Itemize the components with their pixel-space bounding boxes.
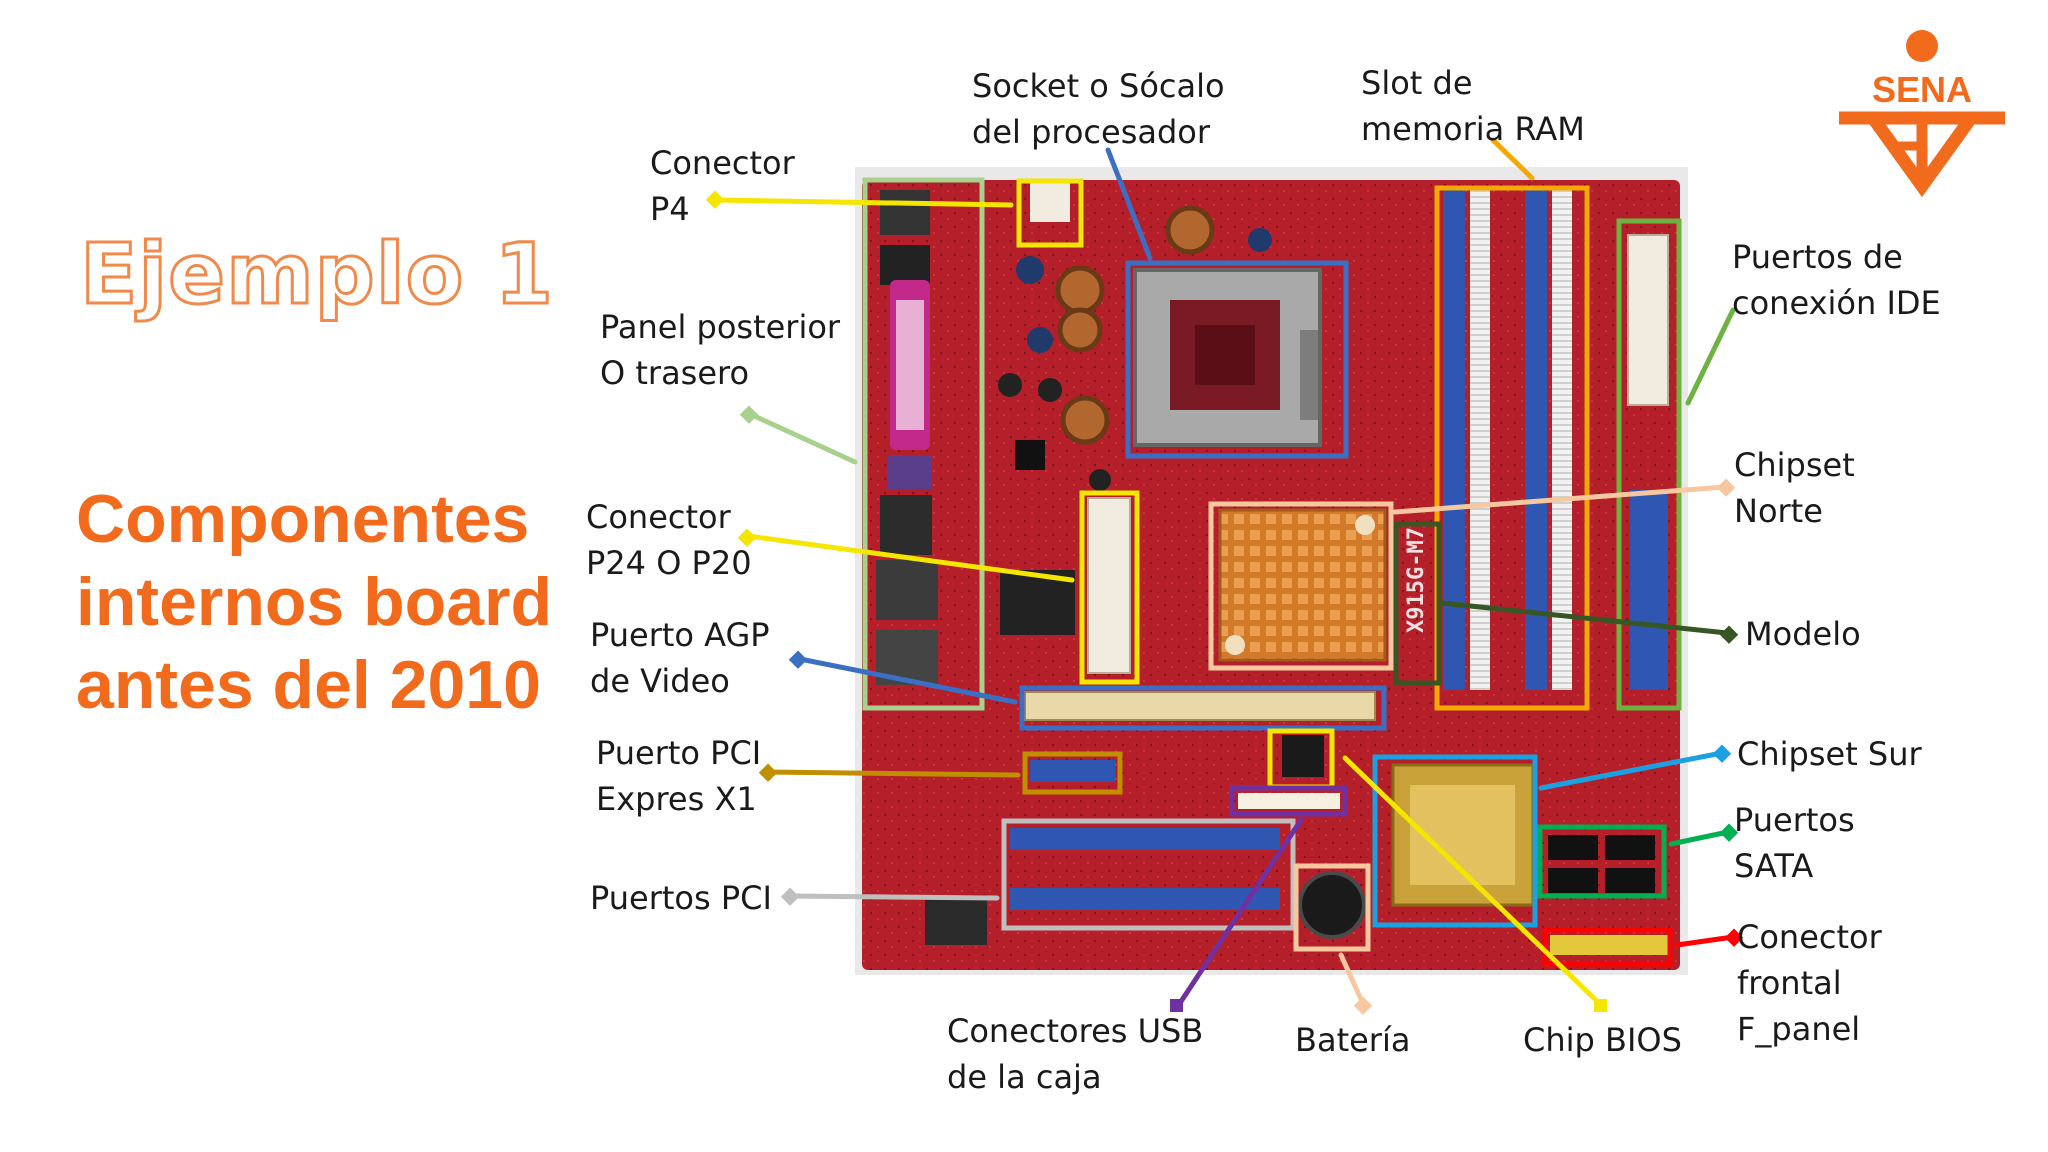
arrow-modelo [1439,600,1730,636]
arrow-sata [1668,829,1731,847]
box-pcie [1022,751,1123,795]
box-chipset-norte [1208,501,1394,671]
cmos-battery [1298,871,1366,939]
sena-logo: SENA [1839,30,2005,198]
atx-power-connector [1087,497,1131,674]
arrow-sur [1538,750,1725,791]
arrow-socket [1105,147,1153,261]
box-p24 [1079,490,1140,685]
p4-connector [1030,180,1070,222]
arrow-agp [797,656,1018,705]
box-sata [1537,824,1667,899]
arrow-ram [1490,137,1535,181]
box-panel-posterior [862,177,985,711]
board-photo: X915G-M7 [855,167,1688,975]
vrm-components [998,205,1272,635]
box-agp [1019,685,1387,731]
arrow-usb [1175,817,1304,1009]
box-ram [1434,185,1590,711]
heading-line-3: antes del 2010 [76,647,541,723]
southbridge-heatsink [1391,763,1535,907]
box-bateria [1293,863,1371,952]
arrow-bateria [1338,952,1367,1009]
slide-title: Ejemplo 1 [79,224,555,325]
front-panel-header [1550,935,1668,955]
northbridge-heatsink [1218,508,1387,662]
arrow-p24 [745,533,1075,583]
pci-slots [1010,828,1280,910]
sata-ports [1548,835,1655,893]
arrow-ide [1685,307,1736,406]
label-bateria: Batería [1295,1021,1411,1059]
arrow-p4 [713,197,1014,208]
callout-arrows [713,137,1736,1009]
sena-logo-text: SENA [1872,69,1972,110]
ide-connectors [1627,234,1669,690]
box-frontal [1542,927,1673,967]
label-chip-bios: Chip BIOS [1523,1021,1682,1059]
agp-slot [1024,691,1376,721]
box-socket [1125,260,1349,459]
ram-slots [1443,190,1572,690]
arrow-frontal [1674,934,1736,948]
arrow-pci [787,893,1000,901]
label-modelo: Modelo [1745,615,1861,653]
arrow-norte [1392,484,1728,515]
box-ide [1616,218,1682,711]
usb-headers [1238,793,1340,809]
heading-line-2: internos board [76,564,553,640]
model-marking: X915G-M7 [1404,527,1429,633]
bios-chip [1282,735,1324,777]
box-chipset-sur [1372,754,1538,928]
audio-chip [925,895,987,945]
callout-tips [705,190,1744,1015]
arrow-bios [1342,755,1604,1008]
arrow-panel [747,411,858,465]
label-puertos-pci: Puertos PCI [590,879,772,917]
rear-io-ports [876,190,938,685]
pcie-x1-slot [1030,760,1115,782]
highlight-boxes [862,177,1682,967]
slide-heading: Componentes internos board antes del 201… [76,478,576,727]
box-usb [1229,785,1348,817]
box-pci [1001,818,1296,931]
cpu-socket [1133,268,1322,447]
box-modelo [1393,521,1442,686]
heading-line-1: Componentes [76,481,530,557]
label-chipset-sur: Chipset Sur [1737,735,1922,773]
arrow-pcie [765,769,1021,778]
box-p4 [1016,178,1084,248]
